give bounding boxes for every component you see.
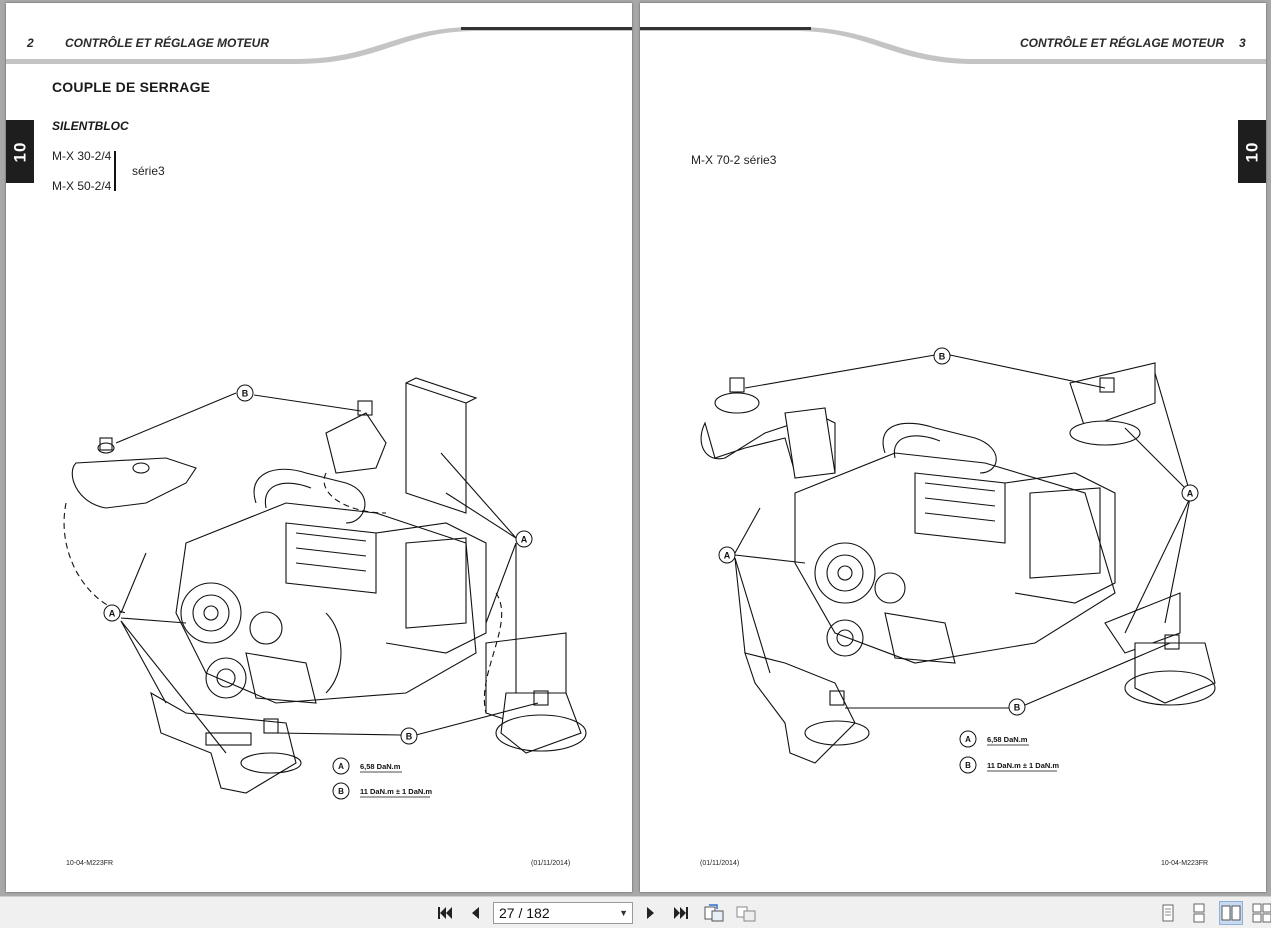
svg-text:B: B xyxy=(1014,703,1021,713)
chapter-tab: 10 xyxy=(6,120,34,183)
model-series-label: M-X 70-2 série3 xyxy=(691,153,777,167)
last-page-icon xyxy=(674,907,688,919)
previous-page-icon xyxy=(472,907,479,919)
svg-text:A: A xyxy=(521,535,528,545)
svg-text:A: A xyxy=(965,735,971,744)
header-swoosh xyxy=(6,27,632,64)
chapter-tab: 10 xyxy=(1238,120,1266,183)
fit-page-icon xyxy=(704,904,724,922)
engine-drawing: B A A B xyxy=(63,377,587,794)
header-title: CONTRÔLE ET RÉGLAGE MOTEUR xyxy=(65,36,269,50)
model-bracket xyxy=(114,151,116,191)
svg-text:B: B xyxy=(242,389,249,399)
first-page-button[interactable] xyxy=(433,901,457,925)
single-page-icon xyxy=(1162,904,1174,922)
section-title: COUPLE DE SERRAGE xyxy=(52,79,211,95)
torque-legend: A 6,58 DaN.m B 11 DaN.m ± 1 DaN.m xyxy=(959,730,1059,774)
single-page-view-button[interactable] xyxy=(1156,901,1180,925)
svg-text:B: B xyxy=(939,352,946,362)
model-name: M-X 50-2/4 xyxy=(52,179,112,193)
fit-width-button[interactable] xyxy=(734,901,758,925)
continuous-two-page-icon xyxy=(1252,903,1271,923)
svg-text:A: A xyxy=(724,551,731,561)
legend-b-value: 11 DaN.m ± 1 DaN.m xyxy=(987,761,1059,770)
right-page: CONTRÔLE ET RÉGLAGE MOTEUR 3 10 M-X 70-2… xyxy=(640,3,1266,892)
continuous-view-button[interactable] xyxy=(1187,901,1211,925)
legend-a-value: 6,58 DaN.m xyxy=(360,762,401,771)
next-page-button[interactable] xyxy=(639,901,663,925)
footer-date: (01/11/2014) xyxy=(700,860,740,867)
page-number-field[interactable]: 27 / 182 ▼ xyxy=(493,902,633,924)
series-label: série3 xyxy=(132,164,165,178)
torque-legend: A 6,58 DaN.m B 11 DaN.m ± 1 DaN.m xyxy=(332,757,432,800)
model-name: M-X 30-2/4 xyxy=(52,149,112,163)
page-number: 3 xyxy=(1239,36,1246,50)
engine-drawing: B A A B xyxy=(700,347,1216,764)
svg-text:B: B xyxy=(338,787,344,796)
left-page: 2 CONTRÔLE ET RÉGLAGE MOTEUR 10 COUPLE D… xyxy=(6,3,632,892)
subsection-title: SILENTBLOC xyxy=(52,119,129,133)
fit-page-button[interactable] xyxy=(702,901,726,925)
footer-ref: 10-04-M223FR xyxy=(66,860,114,867)
header-swoosh xyxy=(640,27,1266,64)
svg-text:A: A xyxy=(109,609,116,619)
continuous-two-page-view-button[interactable] xyxy=(1250,901,1271,925)
two-page-icon xyxy=(1221,905,1241,921)
next-page-icon xyxy=(647,907,654,919)
footer-date: (01/11/2014) xyxy=(531,860,571,867)
last-page-button[interactable] xyxy=(669,901,693,925)
fit-width-icon xyxy=(736,906,756,922)
page-number: 2 xyxy=(27,36,34,50)
viewer-toolbar: 27 / 182 ▼ xyxy=(0,896,1271,928)
svg-text:B: B xyxy=(406,732,413,742)
chevron-down-icon: ▼ xyxy=(619,908,628,918)
document-viewer[interactable]: 2 CONTRÔLE ET RÉGLAGE MOTEUR 10 COUPLE D… xyxy=(0,0,1271,896)
svg-text:A: A xyxy=(1187,489,1194,499)
svg-text:A: A xyxy=(338,762,344,771)
two-page-view-button[interactable] xyxy=(1219,901,1243,925)
svg-text:B: B xyxy=(965,761,971,770)
continuous-page-icon xyxy=(1193,903,1205,923)
previous-page-button[interactable] xyxy=(463,901,487,925)
legend-a-value: 6,58 DaN.m xyxy=(987,735,1028,744)
legend-b-value: 11 DaN.m ± 1 DaN.m xyxy=(360,787,432,796)
first-page-icon xyxy=(438,907,452,919)
footer-ref: 10-04-M223FR xyxy=(1161,860,1209,867)
header-title: CONTRÔLE ET RÉGLAGE MOTEUR xyxy=(1020,36,1224,50)
